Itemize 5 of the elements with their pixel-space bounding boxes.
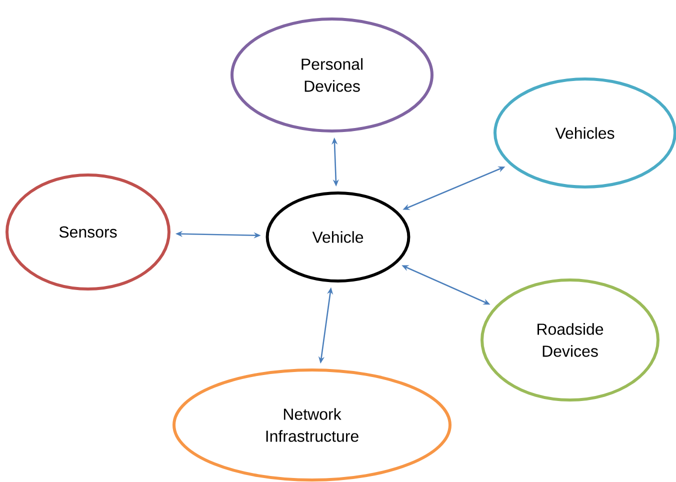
ellipse-node: Roadside Devices <box>480 278 660 402</box>
ellipse-node: Network Infrastructure <box>172 368 452 482</box>
ellipse-node: Vehicle <box>266 192 410 282</box>
ellipse-node: Personal Devices <box>230 18 434 132</box>
ellipse-node: Sensors <box>6 174 170 290</box>
